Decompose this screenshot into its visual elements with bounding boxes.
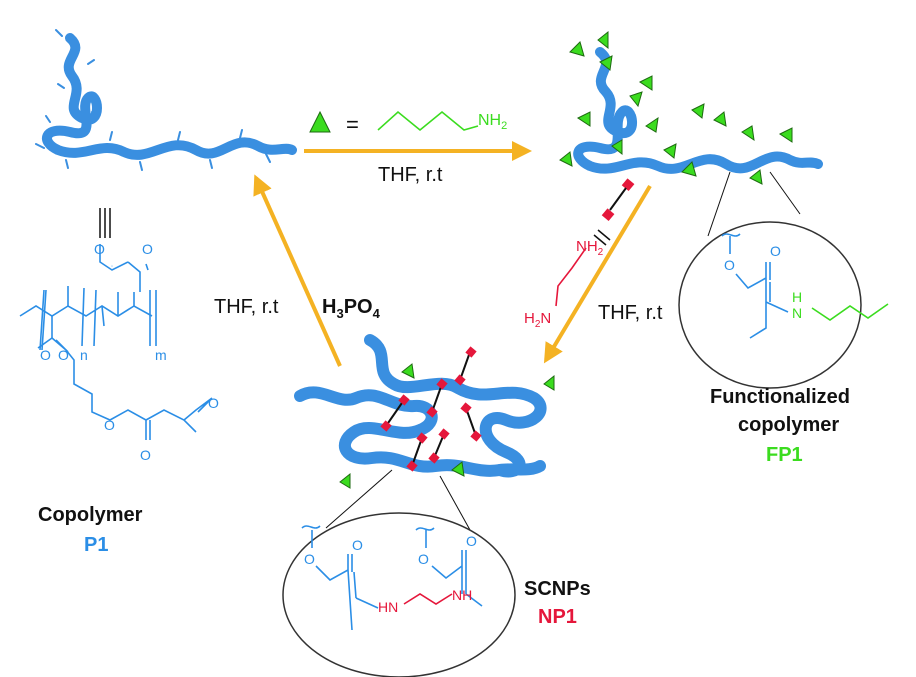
fp1-zoom-ellipse: [678, 221, 862, 389]
fp1-triangles: [559, 30, 793, 185]
fp1-h: H: [792, 289, 802, 305]
p1-sub-n: n: [80, 347, 88, 363]
key-nh: NH: [478, 112, 502, 129]
diamine-key-structure: [555, 178, 635, 307]
polymer-chain-fp1: [573, 47, 823, 174]
p1-name: Copolymer: [38, 504, 143, 526]
condition-acid: H3PO4: [322, 296, 380, 321]
np1-o2: O: [352, 537, 363, 553]
diamine-top-nh2: NH2: [576, 238, 603, 258]
p1-code: P1: [84, 534, 109, 556]
acid-po: PO: [343, 296, 373, 318]
p1-o1: O: [94, 241, 105, 257]
fp1-zoom-lines: [707, 171, 801, 237]
np1-nh: NH: [452, 587, 472, 603]
fp1-n: N: [792, 305, 802, 321]
np1-o3: O: [418, 551, 429, 567]
equivalence-mark: [99, 208, 111, 238]
arrow-right: [543, 184, 652, 364]
np1-crosslinks: [385, 351, 477, 467]
diamine-bottom-h: H: [524, 310, 535, 327]
np1-structure: [301, 525, 483, 631]
fp1-o1: O: [724, 257, 735, 273]
key-amine-nh2: NH2: [478, 112, 507, 132]
np1-atoms: O O O O HN NH: [304, 533, 477, 615]
key-nh-sub: 2: [501, 120, 508, 133]
p1-o5: O: [104, 417, 115, 433]
np1-hn: HN: [378, 599, 398, 615]
np1-crosslink-nodes: [380, 346, 482, 472]
condition-left: THF, r.t: [214, 296, 279, 318]
polymer-chain-np1: [294, 334, 547, 478]
np1-code: NP1: [538, 606, 577, 628]
diamine-bottom-sub: 2: [534, 319, 541, 330]
condition-right: THF, r.t: [598, 302, 663, 324]
diamine-top-nh: NH: [576, 238, 598, 255]
p1-structure: [19, 244, 213, 440]
fp1-name-line2: copolymer: [738, 414, 840, 436]
fp1-o2: O: [770, 243, 781, 259]
p1-atoms: O O O O n m O O O: [40, 241, 219, 463]
fp1-name-line1: Functionalized: [710, 386, 850, 408]
p1-o2: O: [142, 241, 153, 257]
acid-sub1: 3: [336, 306, 344, 321]
fp1-structure: [721, 233, 889, 339]
arrow-left: [253, 174, 342, 367]
acid-h: H: [322, 296, 337, 318]
np1-o1: O: [304, 551, 315, 567]
condition-top: THF, r.t: [378, 164, 443, 186]
diamine-top-sub: 2: [597, 247, 604, 258]
p1-o7: O: [208, 395, 219, 411]
fp1-atoms: O O H N: [724, 243, 802, 321]
p1-sub-m: m: [155, 347, 167, 363]
np1-o4: O: [466, 533, 477, 549]
amine-key-structure: [377, 110, 479, 132]
key-equals: =: [346, 112, 359, 137]
polymer-chain-p1: [35, 29, 297, 171]
np1-zoom-ellipse: [282, 512, 516, 677]
np1-zoom-lines: [325, 469, 471, 531]
amine-key-triangle: [309, 110, 331, 133]
diamine-bottom-h2n: H2N: [524, 310, 551, 330]
diamine-bottom-n: N: [540, 310, 552, 327]
fp1-code: FP1: [766, 444, 803, 466]
np1-name: SCNPs: [524, 578, 591, 600]
acid-sub2: 4: [372, 306, 380, 321]
np1-triangles: [339, 363, 555, 489]
p1-o3: O: [40, 347, 51, 363]
p1-o6: O: [140, 447, 151, 463]
p1-o4: O: [58, 347, 69, 363]
